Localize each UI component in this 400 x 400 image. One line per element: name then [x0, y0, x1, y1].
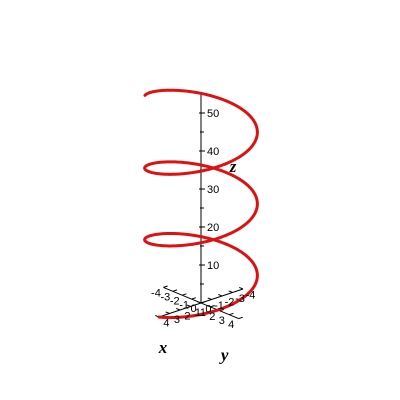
y-tick-label: -1 [179, 299, 189, 311]
x-tick-1 [186, 304, 191, 307]
z-tick-label: 40 [207, 146, 219, 158]
y-tick-label: 0 [190, 303, 196, 315]
x-tick-label: -4 [246, 290, 256, 302]
z-tick-label: 10 [207, 260, 219, 272]
y-tick-0 [200, 301, 206, 304]
x-tick-label: 2 [184, 311, 190, 323]
y-tick-label: -3 [160, 291, 170, 303]
z-tick-label: 20 [207, 222, 219, 234]
y-tick-label: 2 [209, 311, 215, 323]
y-tick-4 [238, 316, 243, 320]
x-tick-3 [165, 311, 170, 314]
y-tick-3 [229, 312, 234, 316]
x-tick-label: 4 [163, 318, 169, 330]
y-tick-label: -2 [170, 295, 180, 307]
y-tick--2 [182, 293, 187, 296]
y-tick-label: 4 [228, 319, 234, 331]
x-tick-label: -1 [214, 300, 224, 312]
y-tick-label: -4 [151, 288, 161, 300]
z-axis-label: z [229, 157, 237, 176]
z-tick-label: 30 [207, 184, 219, 196]
y-tick-label: 1 [200, 307, 206, 319]
axes-layer [155, 94, 244, 320]
x-tick-label: -3 [235, 293, 245, 305]
y-tick--1 [191, 297, 196, 300]
x-tick--1 [207, 297, 212, 300]
x-tick--3 [228, 290, 233, 293]
x-tick-2 [176, 307, 181, 311]
x-tick-label: -2 [225, 297, 235, 309]
curve-layer [143, 88, 259, 320]
y-axis-label: y [219, 346, 229, 365]
helix-curve-series-0 [143, 88, 259, 320]
x-axis-label: x [158, 338, 168, 357]
x-tick-label: 0 [205, 304, 211, 316]
x-tick-label: 1 [195, 307, 201, 319]
x-tick--4 [239, 286, 244, 290]
x-tick--2 [218, 293, 223, 297]
z-tick-label: 50 [207, 108, 219, 120]
x-tick-label: 3 [174, 314, 180, 326]
y-tick-1 [210, 305, 215, 308]
x-tick-0 [197, 300, 202, 304]
y-tick--4 [163, 285, 168, 288]
y-tick-label: 3 [219, 315, 225, 327]
y-tick--3 [172, 289, 178, 292]
